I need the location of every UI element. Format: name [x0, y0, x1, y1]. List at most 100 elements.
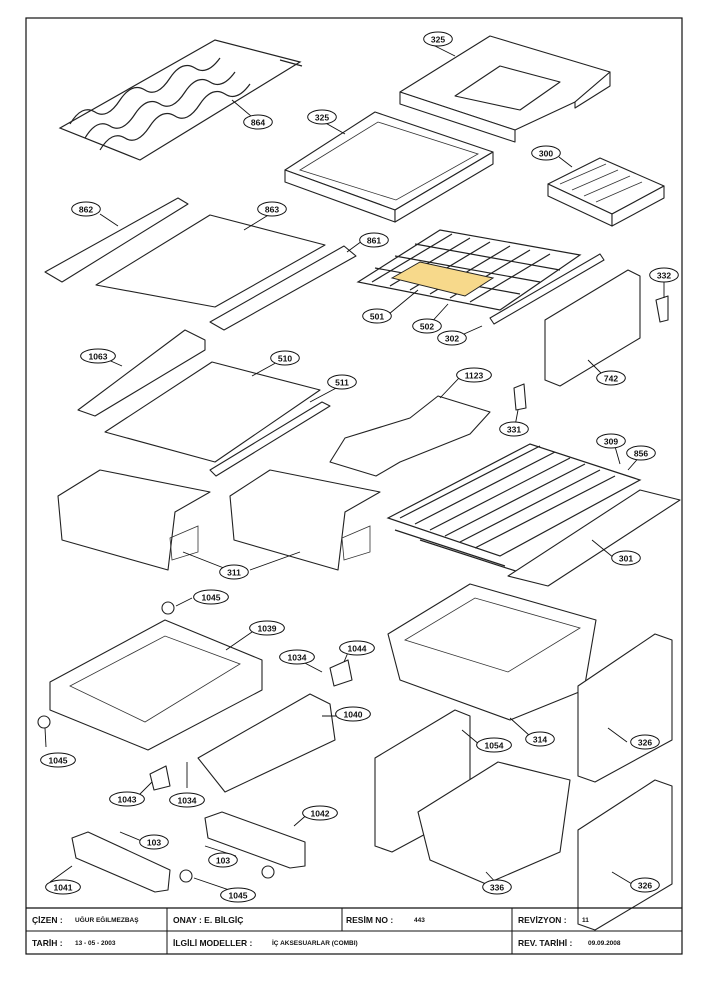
knob-part: [161, 601, 175, 615]
part-number-label: 325: [431, 35, 445, 45]
callout-ellipse: [630, 734, 660, 750]
part-number-label: 1045: [202, 593, 221, 603]
callout-ellipse: [208, 852, 238, 868]
callout-ellipse: [243, 114, 273, 130]
callout-ellipse: [476, 737, 512, 753]
callout-ellipse: [362, 308, 392, 324]
crisper-cover-part: [577, 779, 673, 931]
drawer-pair-part: [57, 469, 381, 571]
bottle-rack-part: [386, 443, 642, 575]
part-callout: 1041: [45, 879, 81, 895]
part-callout: 301: [611, 550, 641, 566]
callout-ellipse: [219, 564, 249, 580]
glass-shelf-rear-profile-part: [209, 245, 357, 331]
part-number-label: 325: [315, 113, 329, 123]
part-callout: 1040: [335, 706, 371, 722]
callout-ellipse: [525, 731, 555, 747]
part-callout: 300: [531, 145, 561, 161]
part-callout: 1044: [339, 640, 375, 656]
revision-value: 11: [582, 917, 589, 924]
part-callout: 309: [596, 433, 626, 449]
wire-shelf-part: [356, 229, 605, 325]
callout-ellipse: [40, 752, 76, 768]
part-callout: 325: [307, 109, 337, 125]
related-models-label: İLGİLİ MODELLER :: [173, 938, 252, 948]
part-number-label: 326: [638, 738, 652, 748]
rev-date-value: 09.09.2008: [588, 940, 621, 947]
part-callout: 1043: [109, 791, 145, 807]
part-callout: 1045: [40, 752, 76, 768]
date-label: TARİH :: [32, 938, 63, 948]
callout-ellipse: [423, 31, 453, 47]
drawer-rail-left-part: [71, 831, 171, 893]
rail-part: [507, 489, 681, 587]
part-callout: 864: [243, 114, 273, 130]
part-callout: 331: [499, 421, 529, 437]
callout-ellipse: [109, 791, 145, 807]
part-callout: 862: [71, 201, 101, 217]
part-number-label: 336: [490, 883, 504, 893]
part-callout: 1039: [249, 620, 285, 636]
sliding-drawer-part: [49, 619, 263, 751]
part-callout: 742: [596, 370, 626, 386]
callout-ellipse: [335, 706, 371, 722]
callout-ellipse: [437, 330, 467, 346]
part-callout: 1034: [279, 649, 315, 665]
part-number-label: 861: [367, 236, 381, 246]
lower-crisper-part: [417, 761, 571, 885]
part-number-label: 864: [251, 118, 265, 128]
part-callout: 1054: [476, 737, 512, 753]
related-models-value: İÇ AKSESUARLAR (COMBI): [272, 939, 358, 947]
part-callout: 861: [359, 232, 389, 248]
part-callout: 1042: [302, 805, 338, 821]
ice-tray-part: [547, 157, 665, 227]
callout-ellipse: [456, 367, 492, 383]
part-number-label: 300: [539, 149, 553, 159]
part-callout: 1034: [169, 792, 205, 808]
hinge-part: [329, 659, 353, 687]
part-number-label: 332: [657, 271, 671, 281]
part-number-label: 856: [634, 449, 648, 459]
part-number-label: 1039: [258, 624, 277, 634]
callout-ellipse: [596, 433, 626, 449]
callout-ellipse: [482, 879, 512, 895]
part-callout: 325: [423, 31, 453, 47]
part-number-label: 301: [619, 554, 633, 564]
part-number-label: 1043: [118, 795, 137, 805]
part-number-label: 502: [420, 322, 434, 332]
callout-ellipse: [45, 879, 81, 895]
crisper-cover-part: [544, 269, 641, 387]
part-number-label: 326: [638, 881, 652, 891]
glass-shelf-front-profile-part: [44, 197, 189, 283]
part-number-label: 501: [370, 312, 384, 322]
callout-ellipse: [327, 374, 357, 390]
knob-part: [261, 865, 275, 879]
freezer-tray-upper-part: [399, 35, 611, 143]
callout-ellipse: [270, 350, 300, 366]
part-number-label: 309: [604, 437, 618, 447]
drawn-by-label: ÇİZEN :: [32, 915, 63, 925]
part-number-label: 314: [533, 735, 547, 745]
part-number-label: 1040: [344, 710, 363, 720]
callout-ellipse: [499, 421, 529, 437]
callout-ellipse: [71, 201, 101, 217]
part-callout: 326: [630, 877, 660, 893]
callout-ellipse: [249, 620, 285, 636]
callout-ellipse: [649, 267, 679, 283]
part-callout: 103: [139, 834, 169, 850]
part-callout: 1063: [80, 348, 116, 364]
callout-ellipse: [531, 145, 561, 161]
wine-rack-part: [58, 39, 303, 161]
hinge-part: [149, 765, 171, 791]
callout-ellipse: [339, 640, 375, 656]
knob-part: [37, 715, 51, 729]
callout-ellipse: [596, 370, 626, 386]
part-callout: 502: [412, 318, 442, 334]
revision-label: REVİZYON :: [518, 915, 567, 925]
small-clip-part: [513, 383, 527, 411]
part-callout: 863: [257, 201, 287, 217]
part-number-label: 863: [265, 205, 279, 215]
part-number-label: 1034: [178, 796, 197, 806]
callout-ellipse: [626, 445, 656, 461]
